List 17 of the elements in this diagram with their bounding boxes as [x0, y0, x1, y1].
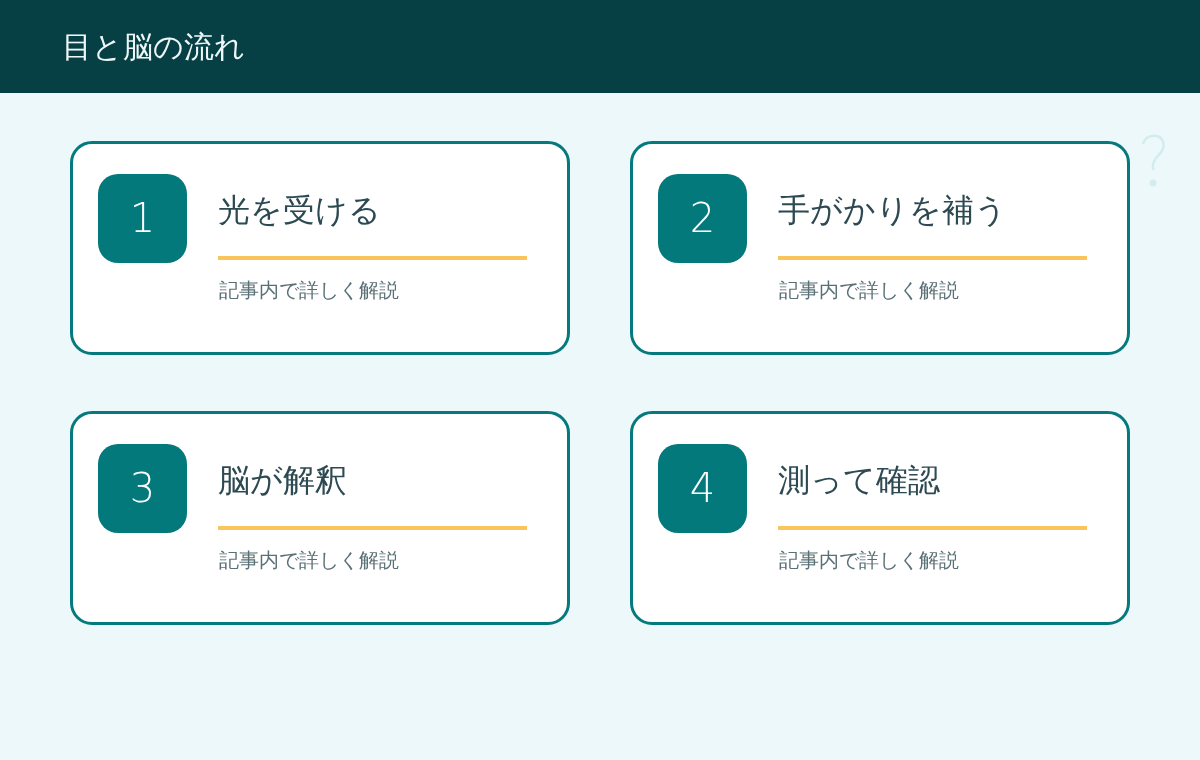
step-note: 記事内で詳しく解説 — [779, 547, 959, 573]
step-note: 記事内で詳しく解説 — [219, 277, 399, 303]
step-title: 手がかりを補う — [778, 190, 1007, 230]
step-card — [630, 411, 1130, 625]
step-title: 光を受ける — [218, 190, 381, 230]
step-title: 測って確認 — [778, 460, 940, 500]
step-number-badge: 4 — [658, 444, 747, 533]
step-note: 記事内で詳しく解説 — [219, 547, 399, 573]
step-note: 記事内で詳しく解説 — [779, 277, 959, 303]
step-card — [70, 141, 570, 355]
step-title: 脳が解釈 — [218, 460, 347, 500]
page-title: 目と脳の流れ — [62, 28, 245, 66]
step-number-badge: 3 — [98, 444, 187, 533]
step-card — [70, 411, 570, 625]
step-card — [630, 141, 1130, 355]
step-number-badge: 2 — [658, 174, 747, 263]
step-number-badge: 1 — [98, 174, 187, 263]
